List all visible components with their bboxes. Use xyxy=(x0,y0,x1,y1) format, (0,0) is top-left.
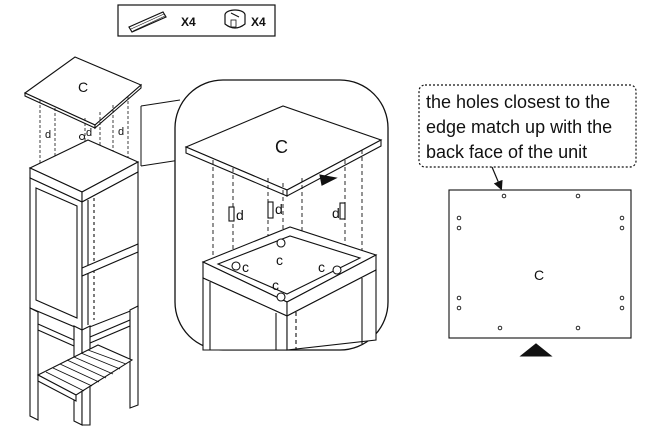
zoom-panel-label: C xyxy=(275,137,288,157)
dowel-count: X4 xyxy=(181,15,196,29)
note-line-1: the holes closest to the xyxy=(426,92,610,112)
cam-lock-icon xyxy=(224,9,246,29)
svg-text:d: d xyxy=(45,129,51,141)
svg-text:d: d xyxy=(332,205,340,221)
svg-text:c: c xyxy=(276,252,283,268)
wooden-dowel-icon xyxy=(128,11,167,33)
zoom-detail-bubble: C d d d d xyxy=(174,79,389,351)
note-line-3: back face of the unit xyxy=(426,142,587,162)
cam-count: X4 xyxy=(251,15,266,29)
zoom-callout-connector xyxy=(140,99,181,167)
svg-text:c: c xyxy=(272,277,279,293)
svg-text:c: c xyxy=(318,259,325,275)
instruction-note: the holes closest to the edge match up w… xyxy=(418,84,637,191)
svg-text:d: d xyxy=(236,207,244,223)
svg-text:c: c xyxy=(242,259,249,275)
top-panel-label: C xyxy=(78,79,88,95)
plan-panel-label: C xyxy=(534,267,544,283)
cabinet-full-view: C d d d d c c c c xyxy=(23,56,143,426)
parts-box: X4 X4 xyxy=(117,4,276,37)
front-marker-icon xyxy=(519,343,553,357)
back-edge-marker-icon xyxy=(319,174,338,186)
panel-c-plan-view: C xyxy=(448,189,632,357)
note-line-2: edge match up with the xyxy=(426,117,612,137)
note-pointer-arrow xyxy=(491,166,503,191)
svg-text:d: d xyxy=(275,201,283,217)
svg-text:d: d xyxy=(86,127,92,139)
svg-text:d: d xyxy=(118,126,124,138)
